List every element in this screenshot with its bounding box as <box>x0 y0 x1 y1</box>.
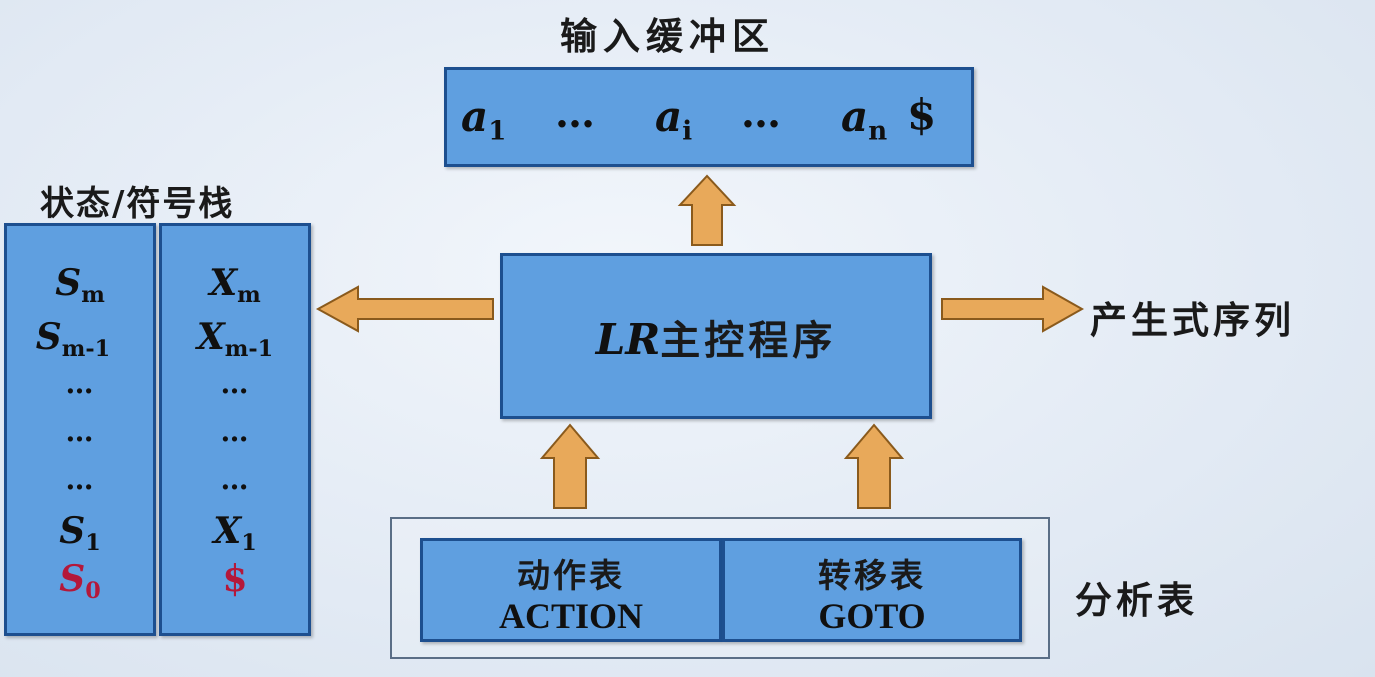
action-table-cn-label: 动作表 <box>517 556 625 595</box>
state-s0: S0 <box>59 558 101 605</box>
input-symbol-ai: ai <box>655 92 693 147</box>
symbol-end-marker: $ <box>222 558 248 600</box>
input-symbol-an: an <box>841 92 888 147</box>
input-buffer-label: 输入缓冲区 <box>560 15 775 58</box>
state-sm-1: Sm-1 <box>35 316 111 363</box>
stack-label: 状态/符号栈 <box>40 184 235 224</box>
input-symbol-a1: a1 <box>461 92 507 147</box>
symbol-ellipsis-1: … <box>220 367 250 400</box>
lr-main-program-box: LR主控程序 <box>500 253 932 419</box>
goto-table-cn-label: 转移表 <box>818 556 926 595</box>
symbol-x1: X1 <box>213 510 257 557</box>
input-ellipsis-2: … <box>741 90 782 137</box>
goto-table-en-label: GOTO <box>818 596 926 636</box>
input-ellipsis-1: … <box>555 90 596 137</box>
state-sm: Sm <box>55 262 105 309</box>
action-table-box: 动作表 ACTION <box>420 538 722 642</box>
goto-table-box: 转移表 GOTO <box>722 538 1022 642</box>
symbol-ellipsis-2: … <box>220 415 250 448</box>
input-end-marker: $ <box>907 90 937 139</box>
lr-main-program-label: LR主控程序 <box>595 315 837 364</box>
state-ellipsis-2: … <box>65 415 95 448</box>
arrow-up-from-action <box>539 423 601 509</box>
parse-table-label: 分析表 <box>1075 579 1198 622</box>
state-stack: Sm Sm-1 … … … S1 S0 <box>4 223 156 636</box>
state-ellipsis-1: … <box>65 367 95 400</box>
state-ellipsis-3: … <box>65 463 95 496</box>
symbol-ellipsis-3: … <box>220 463 250 496</box>
symbol-xm: Xm <box>209 262 261 309</box>
symbol-stack: Xm Xm-1 … … … X1 $ <box>159 223 311 636</box>
arrow-left-to-stack <box>315 285 494 333</box>
arrow-up-to-input-buffer <box>677 174 737 246</box>
input-buffer-box: a1 … ai … an $ <box>444 67 974 167</box>
symbol-xm-1: Xm-1 <box>196 316 274 363</box>
action-table-en-label: ACTION <box>498 596 644 636</box>
output-label: 产生式序列 <box>1090 299 1295 342</box>
arrow-right-to-output <box>941 285 1085 333</box>
arrow-up-from-goto <box>843 423 905 509</box>
state-s1: S1 <box>59 510 101 557</box>
